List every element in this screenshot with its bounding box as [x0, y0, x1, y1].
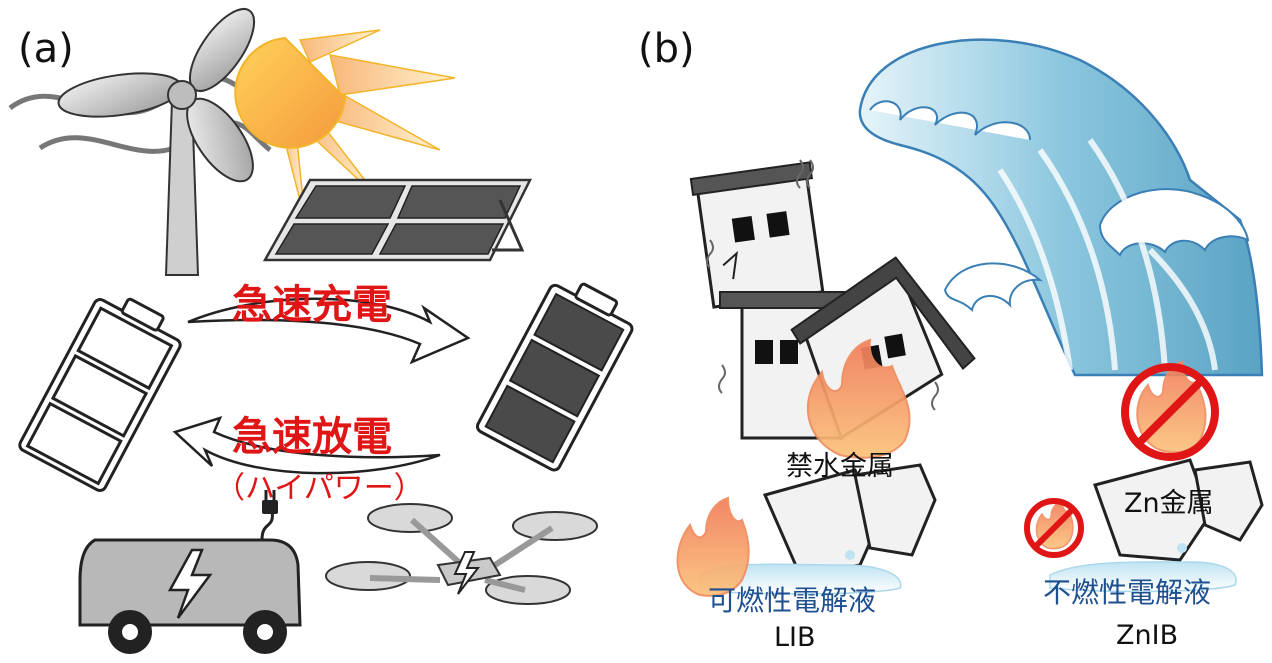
- lib-electrolyte-label: 可燃性電解液: [708, 584, 876, 617]
- lib-caption: LIB: [774, 622, 816, 653]
- fire-icon: [676, 496, 750, 597]
- tsunami-wave-icon: [858, 38, 1264, 377]
- fire-icon: [806, 338, 911, 459]
- battery-charged-icon: [475, 282, 634, 472]
- battery-empty-icon: [18, 297, 182, 492]
- prohibited-icon: [1121, 360, 1219, 461]
- charge-label: 急速充電: [232, 282, 392, 328]
- znib-caption: ZnIB: [1116, 620, 1178, 651]
- drone-icon: [325, 503, 598, 605]
- solar-panel-icon: [262, 178, 533, 262]
- charge-arrow: [187, 297, 471, 365]
- droplet-icon: [1177, 543, 1187, 553]
- panel-a-label: (a): [18, 26, 74, 72]
- znib-electrolyte-puddle: [1049, 561, 1237, 593]
- wind-turbine-icon: [8, 8, 272, 276]
- lib-metal-fragments: [762, 463, 937, 577]
- discharge-sub-label: （ハイパワー）: [215, 471, 424, 506]
- lib-metal-label: 禁水金属: [786, 451, 894, 482]
- electric-vehicle-icon: [78, 490, 302, 654]
- znib-metal-label: Zn金属: [1124, 488, 1214, 519]
- discharge-label: 急速放電: [232, 414, 392, 460]
- znib-metal-fragments: [1093, 458, 1264, 562]
- discharge-arrow: [172, 416, 441, 475]
- panel-b-label: (b): [638, 26, 695, 72]
- znib-electrolyte-label: 不燃性電解液: [1043, 576, 1211, 609]
- droplet-icon: [845, 550, 855, 560]
- lib-electrolyte-puddle: [699, 563, 902, 595]
- prohibited-icon: [1024, 498, 1084, 558]
